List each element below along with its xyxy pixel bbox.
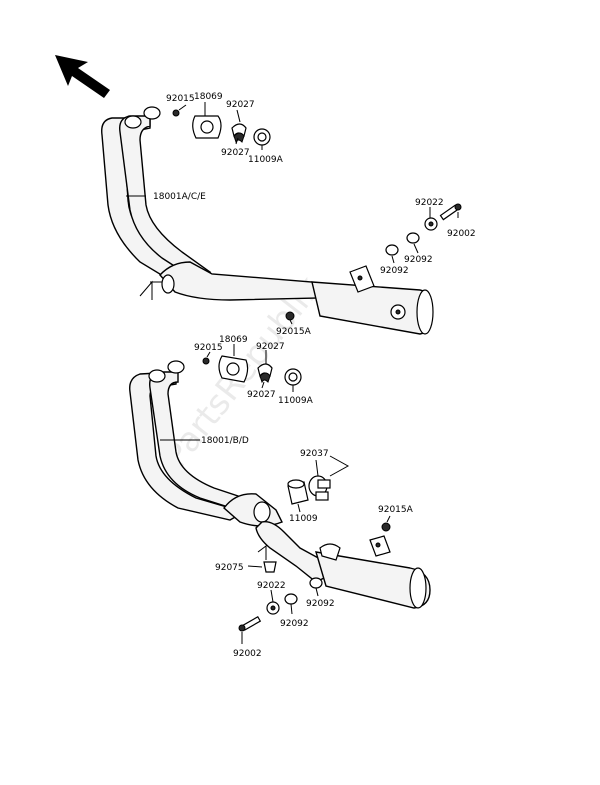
top-gasket-11009A [253, 128, 271, 146]
top-nut-92015A [285, 311, 295, 321]
top-bush-92092-b [385, 244, 399, 256]
label-92092: 92092 [404, 255, 433, 265]
bottom-flange-18069 [218, 355, 249, 383]
bottom-gasket-11009 [287, 479, 309, 505]
top-header-pipe [101, 106, 434, 335]
label-18069: 18069 [219, 335, 248, 345]
bottom-split-keeper-92027 [257, 363, 273, 384]
label-92015: 92015 [166, 94, 195, 104]
label-92037: 92037 [300, 449, 329, 459]
top-collar-92022 [424, 217, 438, 231]
bottom-header-pipe [129, 360, 431, 609]
label-92027: 92027 [221, 148, 250, 158]
label-92027: 92027 [226, 100, 255, 110]
label-92015A: 92015A [276, 327, 312, 337]
bottom-nut-92015 [202, 357, 210, 365]
label-92002: 92002 [233, 649, 262, 659]
label-18001BD: 18001/B/D [201, 436, 249, 446]
label-92015: 92015 [194, 343, 223, 353]
bottom-bush-92092-b [284, 593, 298, 605]
bottom-bush-92092-a [309, 577, 323, 589]
bottom-clamp-92037 [308, 475, 331, 501]
top-nut-92015 [172, 109, 180, 117]
label-92022: 92022 [415, 198, 444, 208]
front-direction-arrow-icon [55, 55, 110, 98]
label-92092: 92092 [280, 619, 309, 629]
top-bolt-92002 [439, 203, 462, 221]
top-split-keeper-92027 [231, 123, 247, 144]
label-18001ACE: 18001A/C/E [153, 192, 206, 202]
label-11009: 11009 [289, 514, 318, 524]
bottom-bolt-92002 [238, 615, 262, 632]
bottom-collar-92022 [266, 601, 280, 615]
label-92027: 92027 [256, 342, 285, 352]
label-92002: 92002 [447, 229, 476, 239]
bottom-nut-92015A [381, 522, 391, 532]
label-92092: 92092 [380, 266, 409, 276]
label-92027: 92027 [247, 390, 276, 400]
label-11009A: 11009A [278, 396, 314, 406]
top-bush-92092-a [406, 232, 420, 244]
label-18069: 18069 [194, 92, 223, 102]
bottom-rubber-92075 [263, 561, 277, 573]
label-92015A: 92015A [378, 505, 414, 515]
top-flange-18069 [192, 115, 222, 139]
label-92022: 92022 [257, 581, 286, 591]
label-11009A: 11009A [248, 155, 284, 165]
label-92092: 92092 [306, 599, 335, 609]
bottom-gasket-11009A [284, 368, 302, 386]
label-92075: 92075 [215, 563, 244, 573]
